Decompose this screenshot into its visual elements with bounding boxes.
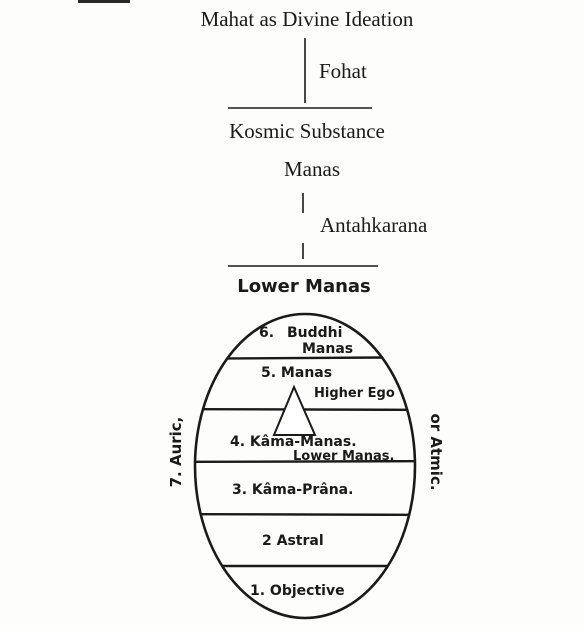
higher-ego-triangle	[272, 384, 317, 436]
band-line-6-5	[195, 355, 415, 361]
label-lower-manas: Lower Manas	[237, 276, 371, 297]
label-manas: Manas	[284, 157, 340, 181]
band-4-label: 4. Kâma-Manas.	[230, 434, 357, 450]
title-mahat: Mahat as Divine Ideation	[201, 7, 414, 31]
band-3-label: 3. Kâma-Prâna.	[232, 482, 353, 498]
label-fohat: Fohat	[319, 59, 367, 83]
band-6-number: 6.	[259, 325, 274, 341]
label-kosmic-substance: Kosmic Substance	[229, 119, 385, 143]
label-lower-manas-band: Lower Manas.	[293, 449, 394, 464]
band-6-label-manas: Manas	[302, 341, 353, 357]
auric-egg-outline	[193, 312, 417, 620]
band-6-label-buddhi: Buddhi	[287, 325, 342, 341]
band-line-4-3	[195, 459, 415, 464]
side-label-atmic: or Atmic.	[427, 413, 445, 490]
side-label-auric: 7. Auric,	[167, 417, 185, 488]
band-2-label: 2 Astral	[262, 533, 324, 549]
top-ink-mark	[78, 0, 130, 3]
band-1-label: 1. Objective	[250, 583, 345, 599]
band-5-label: 5. Manas	[261, 365, 332, 381]
label-antahkarana: Antahkarana	[320, 213, 428, 237]
band-line-3-2	[195, 512, 415, 517]
label-higher-ego: Higher Ego	[314, 386, 395, 401]
